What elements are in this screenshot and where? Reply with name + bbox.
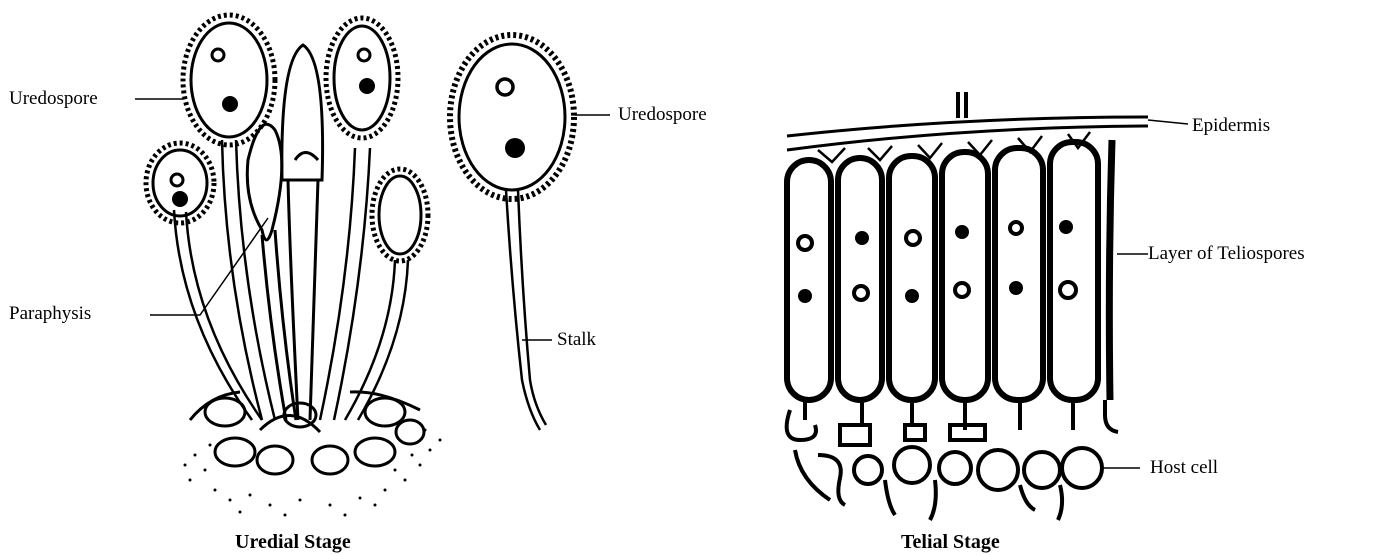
label-host-cell: Host cell (1150, 457, 1218, 479)
teliospore-layer (787, 142, 1098, 400)
caption-telial-stage: Telial Stage (901, 530, 1000, 554)
basal-cells (190, 392, 424, 474)
telial-diagram (787, 92, 1188, 520)
uredospore-small-left (146, 143, 214, 223)
label-epidermis: Epidermis (1192, 115, 1270, 137)
uredospore-small-right (372, 169, 428, 261)
label-layer-of-teliospores: Layer of Teliospores (1148, 243, 1305, 265)
uredial-leader-lines (135, 99, 610, 340)
telial-stalks (787, 400, 1118, 445)
uredospore-detached (450, 35, 574, 430)
label-paraphysis: Paraphysis (9, 303, 91, 325)
uredospore-upper-right (326, 18, 398, 138)
host-cells (795, 447, 1102, 520)
label-stalk: Stalk (557, 329, 596, 351)
label-uredospore-left: Uredospore (9, 88, 98, 110)
uredial-diagram (135, 15, 610, 517)
caption-uredial-stage: Uredial Stage (235, 530, 351, 554)
label-uredospore-right: Uredospore (618, 104, 707, 126)
uredospore-upper-left (183, 15, 275, 145)
